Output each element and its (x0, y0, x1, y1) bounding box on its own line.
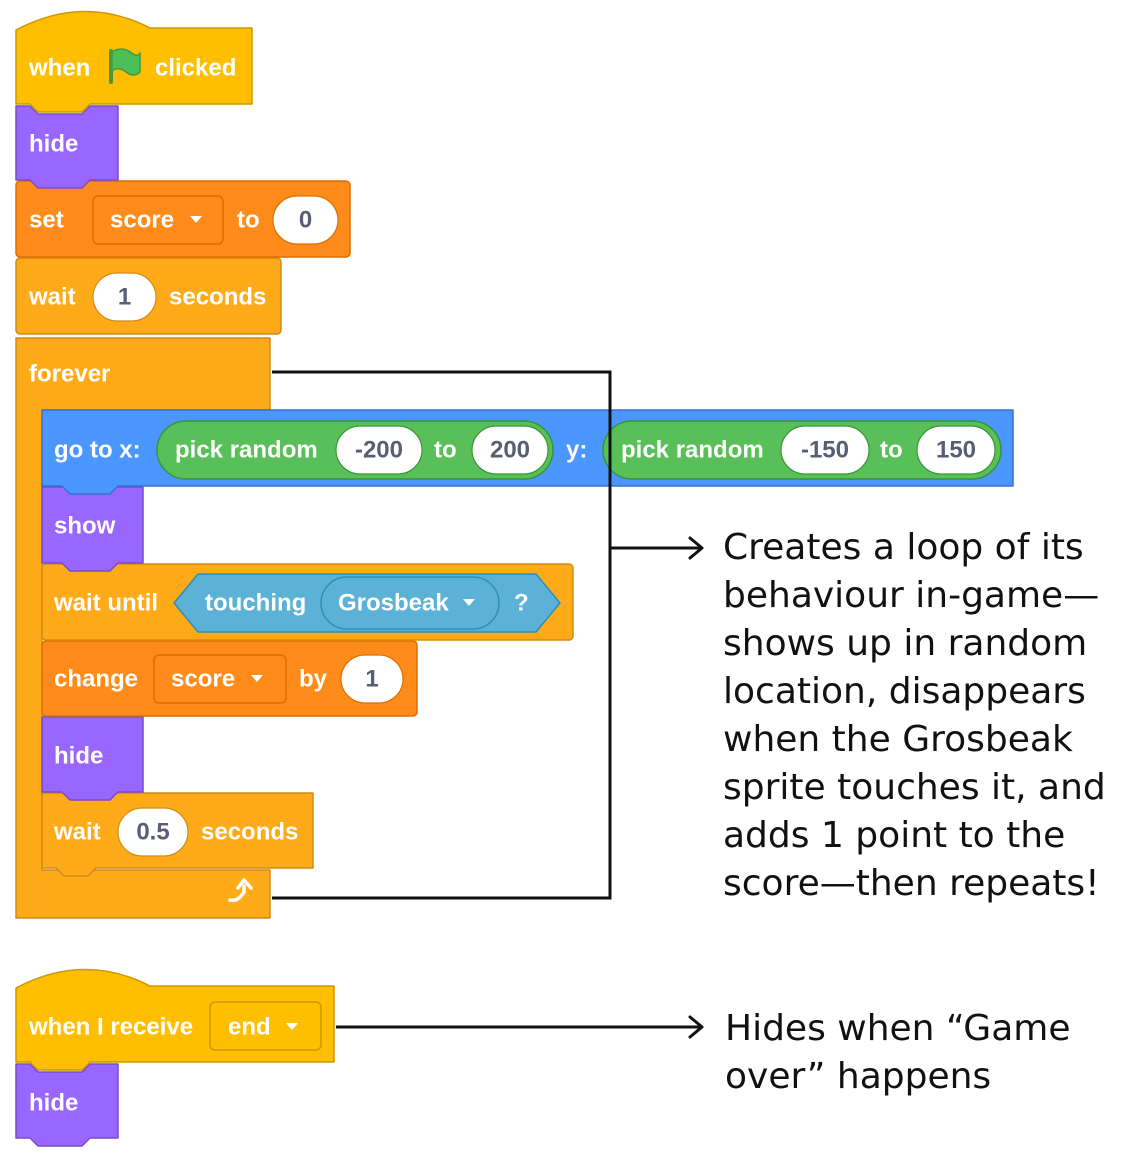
pick-random-x-reporter[interactable]: pick random -200 to 200 (156, 420, 554, 480)
pick-random-label: pick random (175, 437, 318, 464)
message-dropdown[interactable] (209, 1001, 322, 1051)
change-value-input[interactable] (340, 654, 404, 704)
end-annotation: Hides when “Game over” happens (725, 1005, 1070, 1101)
annotation-line: Hides when “Game (725, 1008, 1071, 1049)
wait-until-label: wait until (53, 590, 158, 617)
message-name: end (228, 1014, 271, 1041)
wait-seconds-input[interactable] (92, 272, 157, 322)
wait-seconds-value: 0.5 (136, 819, 169, 846)
random-to-label: to (434, 437, 457, 464)
change-variable-block[interactable]: change score by 1 (41, 640, 418, 717)
loop-annotation: Creates a loop of its behaviour in-game—… (723, 524, 1106, 908)
chevron-down-icon (463, 599, 475, 606)
when-i-receive-hat[interactable]: when I receive end (15, 968, 335, 1071)
set-to-label: to (237, 207, 260, 234)
change-value: 1 (365, 666, 378, 693)
chevron-down-icon (251, 675, 263, 682)
pick-random-y-reporter[interactable]: pick random -150 to 150 (602, 420, 1002, 480)
go-to-xy-block[interactable]: go to x: pick random -200 to 200 y: pick… (41, 409, 1014, 495)
green-flag-icon (109, 48, 141, 84)
hide-label: hide (54, 743, 103, 770)
random-max-input[interactable] (471, 425, 549, 475)
loop-note-arrow (610, 536, 704, 560)
y-label: y: (566, 437, 587, 464)
when-label: when (28, 55, 90, 82)
forever-label: forever (29, 361, 110, 388)
annotation-line: over” happens (725, 1056, 992, 1097)
wait-block-1[interactable]: wait 1 seconds (15, 257, 282, 335)
annotation-line: score—then repeats! (723, 863, 1100, 904)
sprite-dropdown[interactable] (320, 576, 500, 630)
hide-block-3[interactable]: hide (15, 1063, 119, 1147)
annotation-line: sprite touches it, and (723, 767, 1106, 808)
set-variable-name: score (110, 207, 174, 234)
chevron-down-icon (190, 216, 202, 223)
wait-unit-label: seconds (201, 819, 298, 846)
loop-bracket (272, 370, 612, 900)
go-to-label: go to x: (54, 437, 141, 464)
random-max-input[interactable] (916, 425, 996, 475)
show-label: show (54, 513, 116, 540)
change-variable-name: score (171, 666, 235, 693)
set-label: set (29, 207, 64, 234)
wait-unit-label: seconds (169, 284, 266, 311)
when-flag-clicked-hat[interactable]: when clicked (15, 10, 253, 113)
touching-label: touching (205, 590, 306, 617)
set-value: 0 (299, 207, 312, 234)
set-value-input[interactable] (272, 195, 339, 245)
annotation-line: location, disappears (723, 671, 1086, 712)
question-mark: ? (514, 590, 529, 617)
change-label: change (54, 666, 138, 693)
wait-label: wait (53, 819, 101, 846)
annotation-line: Creates a loop of its (723, 527, 1084, 568)
clicked-label: clicked (155, 55, 236, 82)
sprite-name: Grosbeak (338, 590, 449, 617)
annotation-line: adds 1 point to the (723, 815, 1066, 856)
change-variable-dropdown[interactable] (153, 654, 287, 704)
wait-seconds-input[interactable] (117, 807, 189, 857)
hide-block-1[interactable]: hide (15, 105, 119, 189)
random-to-label: to (880, 437, 903, 464)
annotation-line: shows up in random (723, 623, 1088, 664)
set-variable-dropdown[interactable] (92, 195, 224, 245)
random-min-input[interactable] (335, 425, 423, 475)
random-min-value: -200 (355, 437, 403, 464)
random-min-value: -150 (801, 437, 849, 464)
hide-label: hide (29, 131, 78, 158)
annotation-line: behaviour in-game— (723, 575, 1100, 616)
when-i-receive-label: when I receive (28, 1014, 193, 1041)
pick-random-label: pick random (621, 437, 764, 464)
wait-block-2[interactable]: wait 0.5 seconds (41, 792, 314, 877)
hide-label: hide (29, 1090, 78, 1117)
end-note-arrow (336, 1015, 704, 1039)
random-min-input[interactable] (780, 425, 870, 475)
annotation-line: when the Grosbeak (723, 719, 1073, 760)
wait-until-block[interactable]: wait until touching Grosbeak ? (41, 563, 574, 641)
random-max-value: 150 (936, 437, 976, 464)
wait-label: wait (28, 284, 76, 311)
wait-seconds-value: 1 (118, 284, 131, 311)
change-by-label: by (299, 666, 328, 693)
set-variable-block[interactable]: set score to 0 (15, 180, 351, 258)
show-block[interactable]: show (41, 486, 144, 572)
touching-reporter[interactable]: touching Grosbeak ? (173, 573, 561, 633)
loop-arrow-icon (228, 878, 253, 903)
random-max-value: 200 (490, 437, 530, 464)
chevron-down-icon (286, 1023, 298, 1030)
hide-block-2[interactable]: hide (41, 716, 144, 801)
